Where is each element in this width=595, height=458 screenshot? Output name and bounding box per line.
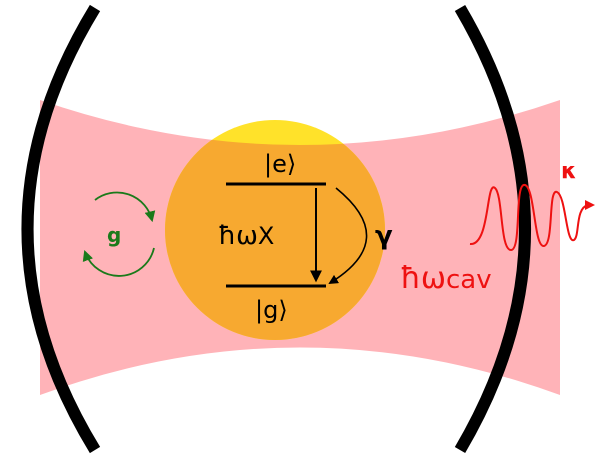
excited-state-label: |e⟩ bbox=[264, 150, 296, 178]
cavity-energy-label: ħωcav bbox=[400, 261, 492, 296]
decay-rate-label: γ bbox=[375, 221, 393, 251]
ground-state-label: |g⟩ bbox=[255, 296, 288, 324]
cavity-loss-label: κ bbox=[561, 159, 577, 184]
transition-energy-label: ħωX bbox=[218, 221, 274, 251]
coupling-label: g bbox=[107, 223, 121, 247]
